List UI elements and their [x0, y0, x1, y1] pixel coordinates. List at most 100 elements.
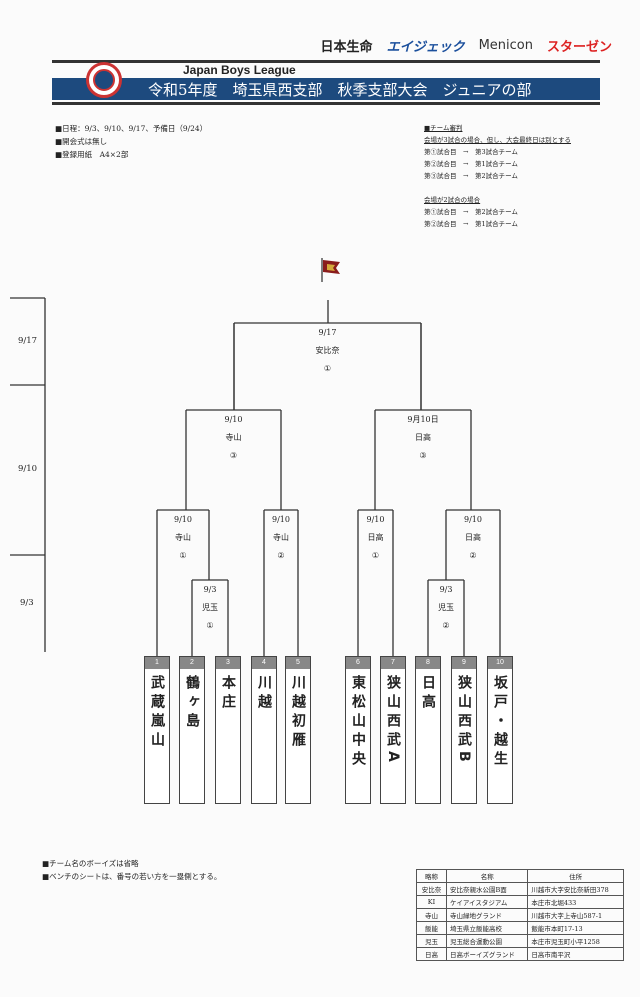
match-venue: 日高: [465, 533, 481, 542]
venue-cell: 本庄市児玉町小平1258: [527, 934, 624, 948]
umpire-rules: ■チーム審判 会場が3試合の場合、但し、大会最終日は別とする 第①試合目 → 第…: [424, 122, 571, 230]
team-box: 10 坂戸・越生: [487, 656, 513, 804]
match-game: ②: [469, 551, 477, 560]
sponsor-agek: エイジェック: [386, 40, 465, 55]
venue-header-row: 略称名称住所: [415, 869, 624, 883]
venue-cell: ケイアイスタジアム: [446, 895, 529, 909]
sponsor-starzen: スターゼン: [546, 40, 612, 55]
team-name: 鶴ヶ島: [184, 675, 200, 732]
round-date-second: 9/10: [18, 464, 38, 474]
match-date: 9/17: [318, 328, 337, 337]
title-banner: 令和5年度 埼玉県西支部 秋季支部大会 ジュニアの部: [52, 78, 600, 100]
trophy-flag-icon: [318, 256, 340, 282]
note: ■ベンチのシートは、番号の若い方を一塁側とする。: [42, 872, 222, 881]
match-date: 9/10: [366, 515, 385, 524]
umpire-rule: 第①試合目 → 第2試合チーム: [424, 208, 518, 216]
match-label-r1b: 9/3 児玉 ②: [416, 581, 476, 635]
team-number: 8: [416, 657, 440, 669]
venue-cell: 寺山: [415, 908, 448, 922]
venue-cell: 本庄市北堀433: [527, 895, 624, 909]
umpire-rule: 第②試合目 → 第1試合チーム: [424, 220, 518, 228]
team-name: 狭山西武B: [456, 675, 472, 767]
team-number: 2: [180, 657, 204, 669]
team-box: 8 日高: [415, 656, 441, 804]
venue-cell: 安比奈親水公園B面: [446, 882, 529, 896]
venue-header: 名称: [446, 869, 529, 883]
match-venue: 日高: [367, 533, 384, 542]
venue-cell: 川越市大字安比奈新田378: [527, 882, 624, 896]
team-name: 坂戸・越生: [492, 675, 508, 770]
info-forms: ■登録用紙 A4×2部: [55, 150, 129, 159]
venue-cell: 埼玉県立飯能高校: [446, 921, 529, 935]
match-label-qf3: 9/10 日高 ①: [346, 511, 406, 565]
match-game: ①: [371, 551, 380, 560]
team-name: 東松山中央: [350, 675, 366, 770]
match-label-r1a: 9/3 児玉 ①: [180, 581, 240, 635]
match-game: ③: [229, 451, 238, 460]
match-venue: 安比奈: [315, 346, 340, 355]
match-date: 9月10日: [407, 415, 439, 424]
venue-row: 安比奈安比奈親水公園B面川越市大字安比奈新田378: [415, 882, 624, 896]
team-name: 日高: [420, 675, 436, 713]
match-date: 9/10: [272, 515, 290, 524]
team-name: 川越: [256, 675, 272, 713]
match-date: 9/10: [464, 515, 482, 524]
match-date: 9/3: [203, 585, 217, 594]
info-dates: ■日程：9/3、9/10、9/17、予備日（9/24）: [55, 124, 208, 133]
note: ■チーム名のボーイズは省略: [42, 859, 139, 868]
league-name: Japan Boys League: [183, 63, 296, 77]
venue-row: 寺山寺山緑地グランド川越市大字上寺山587-1: [415, 908, 624, 922]
schedule-info: ■日程：9/3、9/10、9/17、予備日（9/24） ■開会式は無し ■登録用…: [55, 122, 207, 161]
team-number: 4: [252, 657, 276, 669]
sponsor-nissay: 日本生命: [320, 40, 373, 55]
umpire-rule: 第②試合目 → 第1試合チーム: [424, 160, 518, 168]
venue-header: 住所: [527, 869, 624, 883]
match-game: ②: [277, 551, 285, 560]
league-logo: [86, 62, 122, 98]
team-number: 3: [216, 657, 240, 669]
team-box: 3 本庄: [215, 656, 241, 804]
umpire-rule: 第③試合目 → 第2試合チーム: [424, 172, 518, 180]
team-number: 6: [346, 657, 370, 669]
match-game: ②: [442, 621, 450, 630]
match-venue: 児玉: [202, 603, 218, 612]
top-rule: [52, 60, 600, 63]
umpire-two-head: 会場が2試合の場合: [424, 196, 481, 204]
sponsor-logos: 日本生命 エイジェック Menicon スターゼン: [321, 36, 612, 55]
match-date: 9/3: [439, 585, 453, 594]
venue-header: 略称: [415, 869, 448, 883]
match-venue: 寺山: [273, 533, 289, 542]
venue-cell: 児玉: [415, 934, 448, 948]
bottom-rule: [52, 102, 600, 105]
team-box: 2 鶴ヶ島: [179, 656, 205, 804]
round-date-final: 9/17: [18, 336, 38, 346]
team-box: 4 川越: [251, 656, 277, 804]
match-game: ①: [206, 621, 214, 630]
venue-cell: 日高ボーイズグランド: [446, 947, 529, 961]
venue-cell: 児玉総合運動公園: [446, 934, 529, 948]
team-name: 本庄: [220, 675, 236, 713]
team-number: 1: [145, 657, 169, 669]
umpire-rule: 第①試合目 → 第3試合チーム: [424, 148, 518, 156]
venue-cell: KI: [415, 895, 448, 909]
team-name: 川越初雁: [290, 675, 306, 751]
match-label-qf4: 9/10 日高 ②: [443, 511, 503, 565]
venue-cell: 日高: [415, 947, 448, 961]
team-number: 10: [488, 657, 512, 669]
match-label-qf2: 9/10 寺山 ②: [251, 511, 311, 565]
match-venue: 日高: [415, 433, 431, 442]
venue-row: 日高日高ボーイズグランド日高市南平沢: [415, 947, 624, 961]
match-venue: 児玉: [438, 603, 454, 612]
team-name: 武蔵嵐山: [149, 675, 165, 751]
info-ceremony: ■開会式は無し: [55, 137, 108, 146]
team-name: 狭山西武A: [385, 675, 401, 767]
